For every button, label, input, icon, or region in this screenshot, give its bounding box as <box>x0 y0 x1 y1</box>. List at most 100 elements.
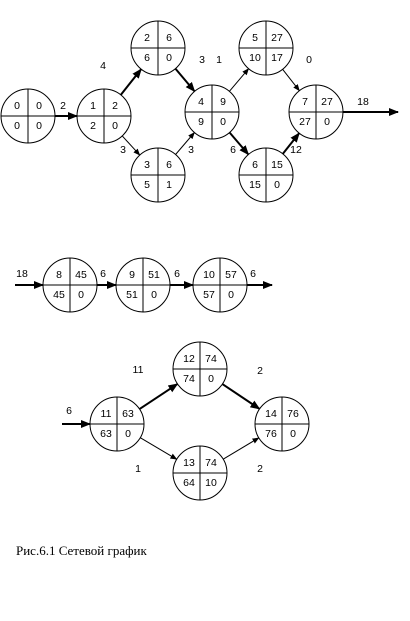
edge-line <box>139 437 178 460</box>
edge-line <box>175 131 195 155</box>
edge-5-7: 0 <box>282 54 312 92</box>
slack-reserve: 0 <box>78 289 84 301</box>
node-number: 1 <box>90 100 96 112</box>
late-time: 76 <box>265 428 277 440</box>
slack-reserve: 0 <box>112 120 118 132</box>
edge-3-4: 3 <box>175 131 195 156</box>
node-number: 13 <box>183 457 195 469</box>
late-time: 51 <box>126 289 138 301</box>
node-number: 12 <box>183 353 195 365</box>
edge-label: 18 <box>16 268 28 280</box>
early-time: 2 <box>112 100 118 112</box>
early-time: 9 <box>220 96 226 108</box>
late-time: 10 <box>249 52 261 64</box>
edge-1-3: 3 <box>120 135 141 156</box>
slack-reserve: 0 <box>125 428 131 440</box>
edge-9-10: 6 <box>170 268 194 289</box>
event-node-5: 5 27 10 17 <box>238 20 294 76</box>
edge-6-7: 12 <box>282 132 302 156</box>
edge-label: 3 <box>199 54 205 66</box>
edge-line <box>282 132 300 155</box>
edge-4-6: 6 <box>228 131 250 156</box>
edge-label: 3 <box>188 144 194 156</box>
late-time: 0 <box>14 120 20 132</box>
early-time: 6 <box>166 32 172 44</box>
node-number: 11 <box>101 408 112 420</box>
slack-reserve: 0 <box>208 373 214 385</box>
early-time: 74 <box>205 457 217 469</box>
early-time: 63 <box>122 408 134 420</box>
late-time: 74 <box>183 373 195 385</box>
edge-line <box>228 131 250 156</box>
edge-line <box>138 383 179 410</box>
edge-label: 2 <box>257 365 263 377</box>
edge-label: 1 <box>216 54 222 66</box>
node-number: 5 <box>252 32 258 44</box>
late-time: 57 <box>203 289 215 301</box>
edge-label: 6 <box>174 268 180 280</box>
slack-reserve: 0 <box>151 289 157 301</box>
edge-label: 1 <box>135 463 141 475</box>
edge-label: 6 <box>250 268 256 280</box>
edge-8-9: 6 <box>97 268 117 289</box>
late-time: 9 <box>198 116 204 128</box>
late-time: 15 <box>249 179 261 191</box>
slack-reserve: 0 <box>220 116 226 128</box>
edge-label: 3 <box>120 144 126 156</box>
late-time: 27 <box>299 116 311 128</box>
edge-0-1: 2 <box>55 100 78 120</box>
early-time: 57 <box>225 269 237 281</box>
early-time: 6 <box>166 159 172 171</box>
edge-label: 2 <box>257 463 263 475</box>
late-time: 45 <box>53 289 65 301</box>
edge-label: 11 <box>133 364 144 376</box>
event-node-13: 13 74 64 10 <box>172 445 228 501</box>
edge-label: 18 <box>357 96 369 108</box>
edge-7-out1: 18 <box>343 96 399 116</box>
edge-label: 12 <box>290 144 302 156</box>
early-time: 27 <box>271 32 283 44</box>
late-time: 6 <box>144 52 150 64</box>
edge-line <box>221 383 261 410</box>
edge-line <box>222 437 260 460</box>
slack-reserve: 0 <box>274 179 280 191</box>
slack-reserve: 0 <box>166 52 172 64</box>
slack-reserve: 0 <box>228 289 234 301</box>
edge-in2-8: 18 <box>15 268 44 289</box>
early-time: 76 <box>287 408 299 420</box>
edge-line <box>121 135 141 156</box>
event-node-12: 12 74 74 0 <box>172 341 228 397</box>
edge-line <box>282 68 300 92</box>
node-number: 8 <box>56 269 62 281</box>
early-time: 0 <box>36 100 42 112</box>
late-time: 5 <box>144 179 150 191</box>
early-time: 74 <box>205 353 217 365</box>
edge-label: 6 <box>230 144 236 156</box>
slack-reserve: 10 <box>205 477 217 489</box>
edge-12-14: 2 <box>221 365 263 410</box>
late-time: 64 <box>183 477 195 489</box>
edge-label: 6 <box>66 405 72 417</box>
edge-label: 6 <box>100 268 106 280</box>
edge-line <box>229 68 250 92</box>
early-time: 27 <box>321 96 333 108</box>
early-time: 51 <box>148 269 160 281</box>
early-time: 15 <box>271 159 283 171</box>
slack-reserve: 1 <box>166 179 172 191</box>
slack-reserve: 17 <box>271 52 283 64</box>
edge-11-12: 11 <box>133 364 179 410</box>
slack-reserve: 0 <box>36 120 42 132</box>
node-number: 10 <box>203 269 215 281</box>
edge-10-out2: 6 <box>247 268 273 289</box>
